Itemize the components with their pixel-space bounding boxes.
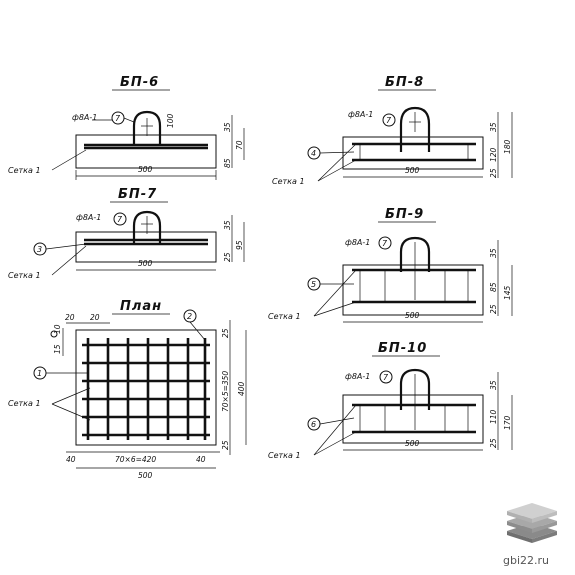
plan-anchor-point	[50, 330, 58, 338]
bp10-width-dim: 500	[405, 439, 420, 448]
plan-title: План	[120, 299, 162, 314]
bp6-slab	[75, 134, 217, 169]
svg-text:4: 4	[311, 149, 316, 158]
svg-text:1: 1	[37, 369, 42, 378]
bp10-title: БП-10	[378, 341, 427, 356]
svg-text:3: 3	[37, 245, 42, 254]
bp8-width-dim: 500	[405, 166, 420, 175]
plan-mesh	[82, 338, 210, 440]
bp10-slab	[342, 394, 484, 444]
bp7-lifting-loop	[132, 210, 162, 244]
bp10-mesh-label: Сетка 1	[268, 451, 301, 460]
svg-text:2: 2	[187, 312, 192, 321]
bp7-title: БП-7	[118, 187, 157, 202]
svg-text:7: 7	[383, 373, 389, 382]
svg-text:5: 5	[311, 280, 316, 289]
bp10-lifting-loop	[399, 368, 431, 410]
bp9-title: БП-9	[385, 207, 424, 222]
bp10-mark-7	[379, 370, 393, 384]
bp7-mark-7	[113, 212, 127, 226]
bp7-width-dim: 500	[138, 259, 153, 268]
section-bp10: БП-10 ф8А-1 7 6 Сетка 1 500 35 110 170 2…	[268, 341, 513, 460]
bp10-dim-170: 170	[503, 415, 512, 430]
bp6-mesh-label: Сетка 1	[8, 166, 41, 175]
bp7-rebar-label: ф8А-1	[76, 213, 101, 222]
bp9-dim-25: 25	[489, 304, 498, 314]
plan-dim-right-350: 70×5=350	[221, 371, 230, 412]
bp9-mark-7	[378, 236, 392, 250]
plan-dim-bottom-40b: 40	[196, 455, 206, 464]
svg-text:7: 7	[382, 239, 388, 248]
bp10-dim-35: 35	[489, 380, 498, 390]
bp9-dim-85: 85	[489, 282, 498, 292]
bp9-rebar-label: ф8А-1	[345, 238, 370, 247]
bp7-dim-35: 35	[223, 220, 232, 230]
bp9-mesh-bars	[352, 268, 476, 304]
plan-dim-bottom-40a: 40	[66, 455, 76, 464]
bp8-dim-25: 25	[489, 168, 498, 178]
svg-text:7: 7	[115, 114, 121, 123]
bp7-slab	[75, 231, 217, 263]
bp9-dim-145: 145	[503, 285, 512, 300]
bp8-lifting-loop	[399, 106, 431, 152]
plan-dim-top-10: 10	[53, 324, 62, 334]
bp6-lifting-loop	[132, 110, 162, 146]
plan-mesh-label: Сетка 1	[8, 399, 41, 408]
bp6-dim-70: 70	[235, 140, 244, 150]
bp6-rebar-label: ф8А-1	[72, 113, 97, 122]
bp8-slab	[342, 136, 484, 170]
svg-text:7: 7	[386, 116, 392, 125]
section-plan: План 1 2 Сетка 1 20	[8, 299, 247, 480]
bp6-dim-100: 100	[166, 113, 175, 128]
bp9-width-dim: 500	[405, 311, 420, 320]
stacked-slabs-icon	[507, 503, 557, 543]
bp9-lifting-loop	[399, 236, 431, 272]
bp10-dim-25: 25	[489, 438, 498, 448]
bp7-dim-95: 95	[235, 240, 244, 250]
bp9-slab	[342, 264, 484, 316]
bp8-dim-120: 120	[489, 147, 498, 162]
bp7-mesh-bars	[84, 238, 208, 246]
bp8-mesh-label: Сетка 1	[272, 177, 305, 186]
plan-dim-top-20a: 20	[65, 313, 75, 322]
bp10-mesh-bars	[352, 403, 476, 434]
bp8-dim-35: 35	[489, 122, 498, 132]
bp8-mesh-bars	[352, 142, 476, 162]
bp6-dim-35: 35	[223, 122, 232, 132]
watermark-text: gbi22.ru	[503, 554, 550, 567]
bp6-mesh-bars	[84, 143, 208, 150]
plan-dim-top-15: 15	[53, 344, 62, 354]
section-bp8: БП-8 ф8А-1 7 4 Сетка 1 500 35 120 180 25	[272, 75, 513, 186]
plan-dim-top-20b: 20	[90, 313, 100, 322]
bp6-dim-85: 85	[223, 158, 232, 168]
bp6-title: БП-6	[120, 75, 159, 90]
svg-text:6: 6	[311, 420, 316, 429]
bp8-dim-180: 180	[503, 139, 512, 154]
watermark-logo: gbi22.ru	[497, 497, 567, 567]
plan-outline	[75, 329, 217, 446]
plan-dim-bottom-500: 500	[138, 471, 153, 480]
bp8-mark-7	[382, 113, 396, 127]
bp8-title: БП-8	[385, 75, 424, 90]
bp7-mesh-label: Сетка 1	[8, 271, 41, 280]
plan-dim-right-25a: 25	[221, 328, 230, 338]
bp8-rebar-label: ф8А-1	[348, 110, 373, 119]
bp7-dim-25: 25	[223, 252, 232, 262]
plan-dim-bottom-420: 70×6=420	[115, 455, 156, 464]
bp9-mesh-label: Сетка 1	[268, 312, 301, 321]
bp9-dim-35: 35	[489, 248, 498, 258]
svg-text:7: 7	[117, 215, 123, 224]
plan-dim-right-25b: 25	[221, 440, 230, 450]
plan-dim-right-400: 400	[237, 381, 246, 396]
section-bp9: БП-9 ф8А-1 7 5 Сетка 1 500 35 85 145 25	[268, 207, 513, 323]
bp6-width-dim: 500	[138, 165, 153, 174]
section-bp7: БП-7 ф8А-1 7 3 Сетка 1 500 35 95 25	[8, 187, 245, 280]
bp10-rebar-label: ф8А-1	[345, 372, 370, 381]
bp10-dim-110: 110	[489, 409, 498, 424]
section-bp6: БП-6 ф8А-1 7 Сетка 1 500 35 70 85 100	[8, 75, 245, 180]
